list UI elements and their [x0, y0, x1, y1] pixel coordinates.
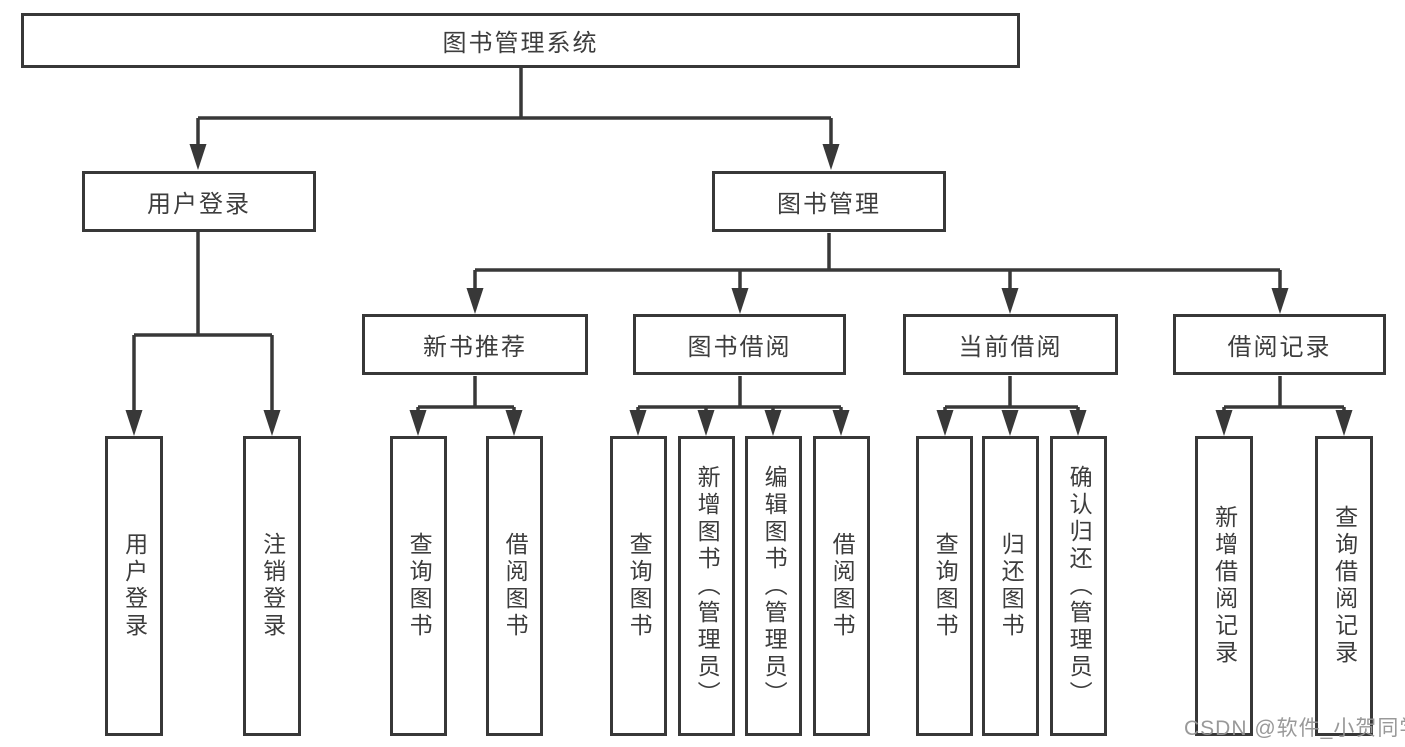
node-label: 注销登录	[259, 532, 286, 640]
node-label: 图书管理系统	[442, 30, 599, 57]
arrowhead-icon	[936, 410, 954, 436]
leaf-logout: 注销登录	[243, 436, 301, 736]
arrowhead-icons	[125, 144, 1353, 436]
node-label: 编辑图书（管理员）	[761, 464, 788, 708]
leaf-edit-books-admin: 编辑图书（管理员）	[745, 436, 802, 736]
leaf-query-books-current: 查询图书	[916, 436, 973, 736]
node-borrowing-records: 借阅记录	[1173, 314, 1386, 375]
arrowhead-icon	[832, 410, 850, 436]
node-label: 图书管理	[777, 191, 881, 218]
leaf-query-borrow-record: 查询借阅记录	[1315, 436, 1373, 736]
arrowhead-icon	[764, 410, 782, 436]
node-label: 新增图书（管理员）	[694, 464, 721, 708]
leaf-borrow-books: 借阅图书	[813, 436, 870, 736]
node-label: 借阅图书	[829, 532, 856, 640]
node-user-login-branch: 用户登录	[82, 171, 316, 232]
watermark: CSDN @软件_小贺同学	[1184, 717, 1405, 740]
arrowhead-icon	[1069, 410, 1087, 436]
node-new-book-recommend: 新书推荐	[362, 314, 588, 375]
leaf-confirm-return-admin: 确认归还（管理员）	[1050, 436, 1107, 736]
node-label: 查询图书	[406, 532, 433, 640]
node-current-borrowing: 当前借阅	[903, 314, 1118, 375]
node-root: 图书管理系统	[21, 13, 1020, 68]
node-label: 查询图书	[626, 532, 653, 640]
node-label: 归还图书	[998, 532, 1025, 640]
node-label: 借阅图书	[502, 532, 529, 640]
node-label: 借阅记录	[1227, 334, 1332, 361]
node-label: 新书推荐	[423, 334, 527, 361]
node-label: 当前借阅	[958, 334, 1063, 361]
node-label: 确认归还（管理员）	[1066, 464, 1093, 708]
leaf-user-login: 用户登录	[105, 436, 163, 736]
leaf-borrow-books-recommend: 借阅图书	[486, 436, 543, 736]
arrowhead-icon	[1001, 288, 1019, 314]
arrowhead-icon	[263, 410, 281, 436]
arrowhead-icon	[125, 410, 143, 436]
arrowhead-icon	[731, 288, 749, 314]
arrowhead-icon	[1001, 410, 1019, 436]
arrowhead-icon	[822, 144, 840, 170]
arrowhead-icon	[697, 410, 715, 436]
arrowhead-icon	[1271, 288, 1289, 314]
node-label: 查询借阅记录	[1331, 505, 1358, 667]
arrowhead-icon	[1335, 410, 1353, 436]
node-label: 图书借阅	[687, 334, 792, 361]
arrowhead-icon	[409, 410, 427, 436]
leaf-return-books: 归还图书	[982, 436, 1039, 736]
arrowhead-icon	[1215, 410, 1233, 436]
arrowhead-icon	[466, 288, 484, 314]
node-label: 用户登录	[121, 532, 148, 640]
node-book-management: 图书管理	[712, 171, 946, 232]
arrowhead-icon	[505, 410, 523, 436]
leaf-query-books-borrow: 查询图书	[610, 436, 667, 736]
node-book-borrowing: 图书借阅	[633, 314, 846, 375]
node-label: 新增借阅记录	[1211, 505, 1238, 667]
leaf-add-books-admin: 新增图书（管理员）	[678, 436, 735, 736]
arrowhead-icon	[629, 410, 647, 436]
node-label: 查询图书	[932, 532, 959, 640]
leaf-query-books-recommend: 查询图书	[390, 436, 447, 736]
node-label: 用户登录	[147, 191, 251, 218]
arrowhead-icon	[189, 144, 207, 170]
leaf-add-borrow-record: 新增借阅记录	[1195, 436, 1253, 736]
